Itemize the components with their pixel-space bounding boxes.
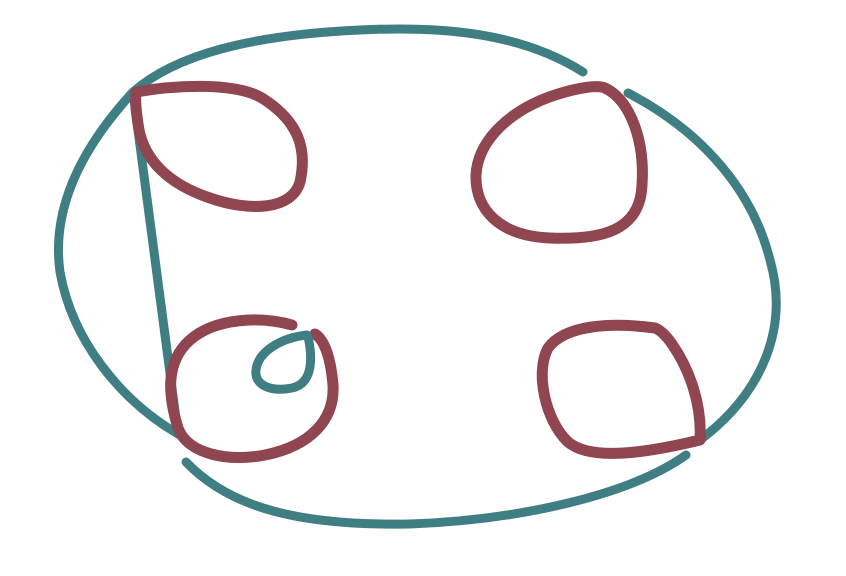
small-loop-inside-bottom-left xyxy=(251,330,316,394)
inner-loop-top-right xyxy=(470,81,648,244)
inner-loop-bottom-left xyxy=(165,314,339,463)
outer-loop xyxy=(53,24,781,529)
inner-loop-bottom-right xyxy=(536,319,706,459)
inner-loop-top-left xyxy=(130,80,308,212)
